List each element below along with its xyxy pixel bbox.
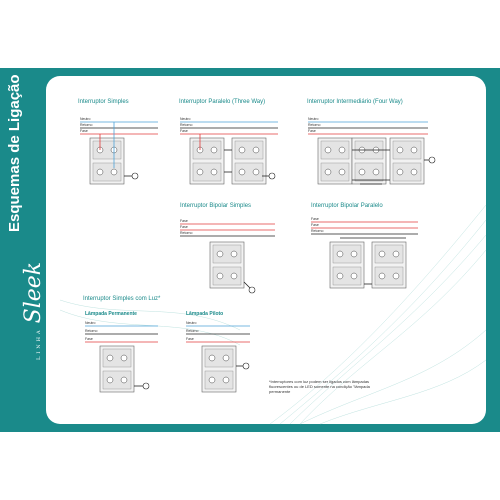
subtitle-lampada-piloto: Lâmpada Piloto [186,311,224,317]
svg-text:Fase: Fase [180,219,188,223]
title-interruptor-paralelo: Interruptor Paralelo (Three Way) [179,99,266,105]
svg-text:Retorno: Retorno [80,123,93,127]
svg-text:Neutro: Neutro [186,321,197,325]
title-interruptor-intermediario: Interruptor Intermediário (Four Way) [307,99,403,105]
diagram-lampada-permanente: Neutro Retorno Fase [85,321,158,393]
subtitle-lampada-permanente: Lâmpada Permanente [85,311,137,317]
svg-text:Neutro: Neutro [80,117,91,121]
diagram-bipolar-paralelo: Fase Fase Retorno [311,217,418,289]
title-bipolar-simples: Interruptor Bipolar Simples [180,203,252,209]
svg-text:Fase: Fase [85,337,93,341]
svg-text:Retorno: Retorno [180,231,193,235]
svg-text:Retorno: Retorno [308,123,321,127]
svg-text:Fase: Fase [186,337,194,341]
svg-text:Fase: Fase [180,129,188,133]
svg-text:Fase: Fase [311,217,319,221]
svg-text:Neutro: Neutro [85,321,96,325]
title-bipolar-paralelo: Interruptor Bipolar Paralelo [311,203,383,209]
svg-text:Fase: Fase [311,223,319,227]
diagram-paralelo: Neutro Retorno Fase [180,117,278,185]
svg-text:Retorno: Retorno [186,329,199,333]
diagram-simples: Neutro Retorno Fase [80,117,158,185]
svg-text:Retorno: Retorno [85,329,98,333]
diagram-bipolar-simples: Fase Fase Retorno [180,219,275,294]
svg-text:Fase: Fase [180,225,188,229]
title-simples-com-luz: Interruptor Simples com Luz* [83,296,161,302]
svg-text:Retorno: Retorno [180,123,193,127]
svg-text:Neutro: Neutro [308,117,319,121]
diagram-intermediario: Neutro Retorno Fase [308,117,436,185]
title-interruptor-simples: Interruptor Simples [78,99,129,105]
diagram-lampada-piloto: Neutro Retorno Fase [186,321,250,393]
svg-text:Retorno: Retorno [311,229,324,233]
footnote: *Interruptores com luz podem ser ligados… [269,379,370,394]
svg-text:Fase: Fase [80,129,88,133]
svg-text:Neutro: Neutro [180,117,191,121]
svg-text:Fase: Fase [308,129,316,133]
